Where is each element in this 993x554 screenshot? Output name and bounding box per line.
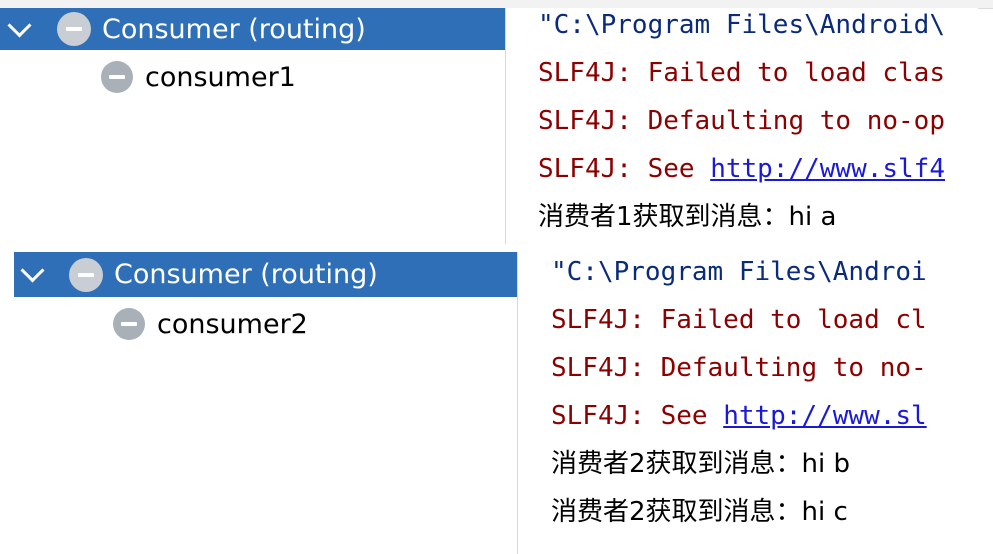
run-tree-node-parent[interactable]: Consumer (routing) xyxy=(0,8,505,50)
stop-icon xyxy=(101,61,133,93)
console-error-line: SLF4J: Failed to load cl xyxy=(551,305,927,335)
stop-icon xyxy=(57,12,91,46)
run-tree-node-label: consumer1 xyxy=(145,61,296,93)
console-see-prefix: SLF4J: See xyxy=(551,401,724,431)
console-error-line: SLF4J: Defaulting to no-op xyxy=(538,106,945,136)
run-tree-node-child[interactable]: consumer2 xyxy=(14,304,517,344)
console-output-line: 消费者2获取到消息：hi b xyxy=(551,449,851,479)
console-error-line: SLF4J: Failed to load clas xyxy=(538,58,945,88)
run-tree-node-label: consumer2 xyxy=(157,308,308,340)
run-tree-panel-2: Consumer (routing) consumer2 xyxy=(14,252,517,554)
console-see-line: SLF4J: See http://www.slf4 xyxy=(538,154,945,184)
console-see-line: SLF4J: See http://www.sl xyxy=(551,401,927,431)
run-tree-panel-1: Consumer (routing) consumer1 xyxy=(0,8,505,244)
console-output-line: 消费者1获取到消息：hi a xyxy=(538,202,837,232)
run-tree-node-child[interactable]: consumer1 xyxy=(0,58,505,96)
console-output-panel-2: "C:\Program Files\Androi SLF4J: Failed t… xyxy=(517,252,959,554)
console-error-line: SLF4J: Defaulting to no- xyxy=(551,353,927,383)
stop-icon xyxy=(69,257,103,292)
run-tree-node-label: Consumer (routing) xyxy=(114,259,378,290)
console-output-panel-1: "C:\Program Files\Android\ SLF4J: Failed… xyxy=(505,8,978,244)
console-link[interactable]: http://www.slf4 xyxy=(710,154,945,184)
chevron-down-icon[interactable] xyxy=(20,258,45,283)
console-command-line: "C:\Program Files\Androi xyxy=(551,257,927,287)
chevron-down-icon[interactable] xyxy=(7,12,32,38)
run-tree-node-label: Consumer (routing) xyxy=(102,13,366,45)
console-see-prefix: SLF4J: See xyxy=(538,154,711,184)
run-tree-node-parent[interactable]: Consumer (routing) xyxy=(14,252,517,297)
console-output-line: 消费者2获取到消息：hi c xyxy=(551,497,848,527)
console-link[interactable]: http://www.sl xyxy=(723,401,927,431)
console-command-line: "C:\Program Files\Android\ xyxy=(538,10,945,40)
stop-icon xyxy=(113,308,145,340)
